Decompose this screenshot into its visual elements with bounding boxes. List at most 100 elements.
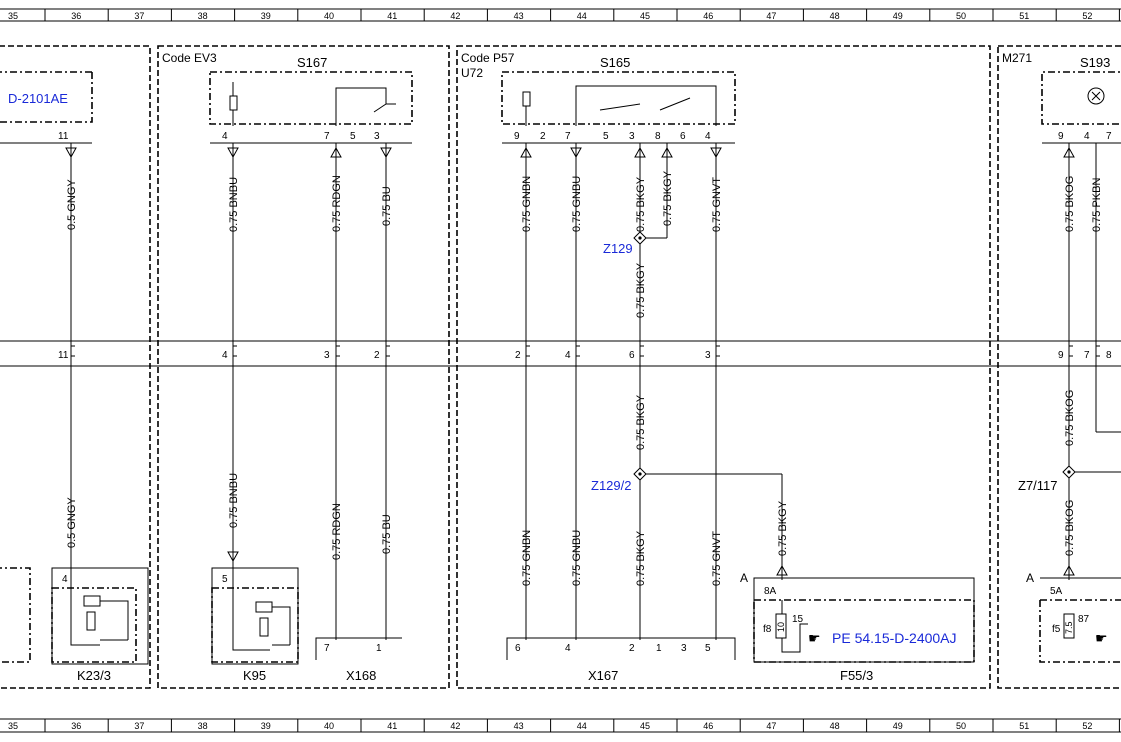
grid-column-label: 39 bbox=[261, 721, 271, 731]
pin-number: 6 bbox=[515, 643, 521, 654]
component-s193: S193 bbox=[1080, 55, 1110, 70]
s165-resistor-icon bbox=[522, 91, 531, 107]
component-k23-3: K23/3 bbox=[77, 668, 111, 683]
connector-arrows bbox=[65, 146, 1075, 576]
grid-column-label: 38 bbox=[198, 11, 208, 21]
grid-column-label: 47 bbox=[766, 721, 776, 731]
grid-column-label: 44 bbox=[577, 11, 587, 21]
wire-label: 0.75 BKGY bbox=[635, 530, 647, 586]
motor-icon-cross bbox=[1091, 91, 1101, 101]
grid-column-label: 48 bbox=[830, 721, 840, 731]
component-k95: K95 bbox=[243, 668, 266, 683]
pin-number: 10 bbox=[776, 622, 786, 632]
wire-label: 0.75 BKGY bbox=[635, 262, 647, 318]
frame-left bbox=[0, 45, 151, 689]
grid-column-label: 37 bbox=[134, 11, 144, 21]
bus-connector bbox=[715, 345, 720, 357]
grid-column-label: 39 bbox=[261, 11, 271, 21]
grid-column-label: 49 bbox=[893, 11, 903, 21]
grid-column-label: 43 bbox=[514, 11, 524, 21]
grid-column-label: 40 bbox=[324, 11, 334, 21]
wire-label: 0.5 GNGY bbox=[66, 497, 78, 548]
connector-arrow bbox=[634, 146, 646, 158]
wire-label: 0.75 GNBN bbox=[521, 176, 533, 232]
box-x167 bbox=[506, 637, 736, 660]
k95-relay-coil-icon bbox=[255, 601, 273, 613]
bus-connector bbox=[575, 345, 580, 357]
pin-number: 7 bbox=[1106, 131, 1112, 142]
grid-column-label: 42 bbox=[450, 721, 460, 731]
pin-number: 4 bbox=[705, 131, 711, 142]
box-f55-3-outer bbox=[753, 577, 975, 663]
frame-code-ev3 bbox=[157, 45, 450, 689]
top-grid-ruler bbox=[0, 8, 1121, 22]
grid-column-label: 45 bbox=[640, 11, 650, 21]
component-s165: S165 bbox=[600, 55, 630, 70]
connector-arrow bbox=[1063, 564, 1075, 576]
splice-z129 bbox=[633, 231, 647, 245]
component-x167: X167 bbox=[588, 668, 618, 683]
pin-number: 7 bbox=[1084, 350, 1090, 361]
box-s193 bbox=[1041, 71, 1121, 125]
grid-column-label: 36 bbox=[71, 721, 81, 731]
connector-arrow bbox=[661, 146, 673, 158]
pin-number: 3 bbox=[705, 350, 711, 361]
pin-number: 6 bbox=[629, 350, 635, 361]
pin-number: 4 bbox=[222, 131, 228, 142]
wire-label: 0.75 BU bbox=[381, 186, 393, 226]
pin-number: A bbox=[1026, 571, 1034, 585]
left-reference-link[interactable]: D-2101AE bbox=[8, 91, 68, 106]
component-s167: S167 bbox=[297, 55, 327, 70]
pin-number: A bbox=[740, 571, 748, 585]
pin-numbers: 11 11 4 4 7 5 3 3 2 9 2 7 5 3 8 6 4 2 4 … bbox=[58, 131, 1112, 654]
wire-label: 0.75 RDGN bbox=[331, 503, 343, 560]
pe-reference-link[interactable]: PE 54.15-D-2400AJ bbox=[832, 630, 957, 646]
connector-arrow bbox=[776, 564, 788, 576]
pin-number: 9 bbox=[514, 131, 520, 142]
grid-column-label: 49 bbox=[893, 721, 903, 731]
grid-column-label: 48 bbox=[830, 11, 840, 21]
section-label-m271: M271 bbox=[1002, 51, 1032, 65]
right-fuse-icon bbox=[1063, 613, 1075, 639]
pin-number: 15 bbox=[792, 614, 804, 625]
connector-arrow bbox=[380, 147, 392, 159]
box-s167 bbox=[209, 71, 413, 125]
grid-column-label: 51 bbox=[1019, 721, 1029, 731]
section-label-code-p57: Code P57 bbox=[461, 51, 515, 65]
k23-3-relay-contact-icon bbox=[86, 611, 96, 631]
pointing-hand-icon: ☛ bbox=[808, 630, 821, 646]
k23-3-relay-coil-icon bbox=[83, 595, 101, 607]
pin-number: 3 bbox=[681, 643, 687, 654]
grid-column-label: 35 bbox=[8, 11, 18, 21]
wire-label: 0.75 GNBU bbox=[571, 530, 583, 586]
splice-z129-label[interactable]: Z129 bbox=[603, 241, 633, 256]
pin-number: 4 bbox=[62, 574, 68, 585]
connector-arrow bbox=[330, 146, 342, 158]
wire-label: 0.75 BKOG bbox=[1064, 390, 1076, 446]
pin-number: 7 bbox=[324, 131, 330, 142]
box-right bbox=[1039, 599, 1121, 663]
wire-label: 0.75 BKGY bbox=[777, 500, 789, 556]
grid-column-label: 41 bbox=[387, 11, 397, 21]
box-s165 bbox=[501, 71, 736, 125]
splice-z129-2-label[interactable]: Z129/2 bbox=[591, 478, 631, 493]
pin-number: 5 bbox=[222, 574, 228, 585]
pin-number: 7 bbox=[324, 643, 330, 654]
grid-column-label: 43 bbox=[514, 721, 524, 731]
motor-icon bbox=[1087, 87, 1105, 105]
k95-wiring-icon bbox=[232, 590, 291, 651]
s165-switch-icon bbox=[575, 85, 717, 126]
bus-connector bbox=[385, 345, 390, 357]
wire-label: 0.75 BKGY bbox=[635, 176, 647, 232]
pin-number: 2 bbox=[540, 131, 546, 142]
grid-column-label: 38 bbox=[198, 721, 208, 731]
connector-arrow bbox=[227, 551, 239, 563]
grid-column-label: 44 bbox=[577, 721, 587, 731]
grid-column-label: 46 bbox=[703, 11, 713, 21]
frame-m271 bbox=[997, 45, 1121, 689]
grid-column-label: 36 bbox=[71, 11, 81, 21]
wire-label: 0.75 BKOG bbox=[1064, 176, 1076, 232]
k23-3-wiring-icon bbox=[70, 590, 129, 646]
pin-number: 9 bbox=[1058, 131, 1064, 142]
